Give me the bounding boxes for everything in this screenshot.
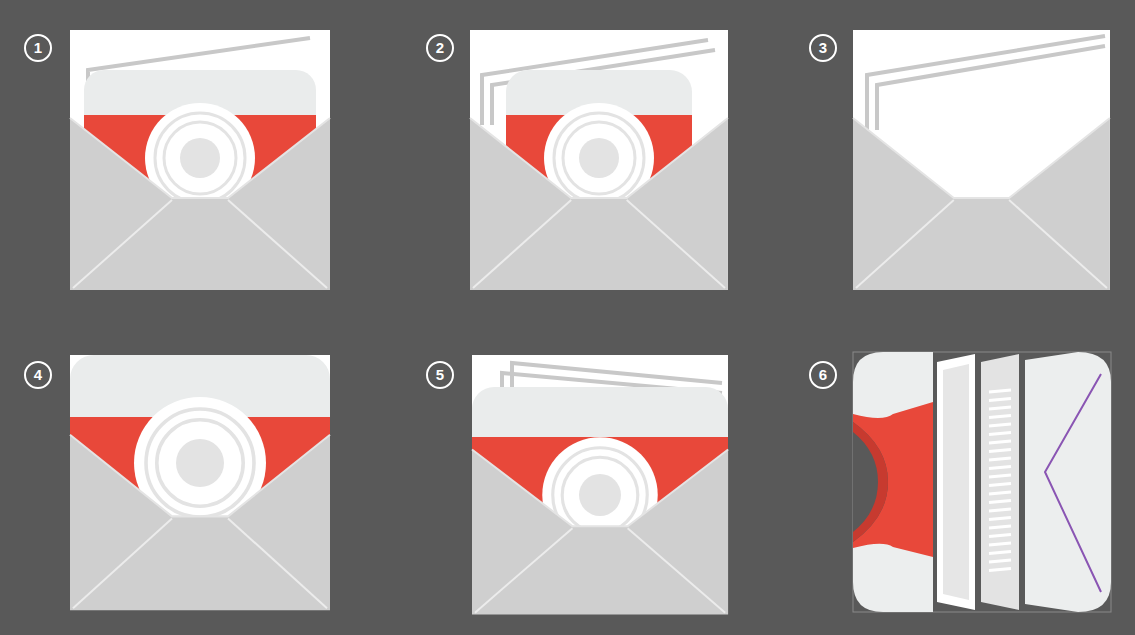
stripe xyxy=(989,509,1011,511)
stripe xyxy=(989,458,1011,460)
stripe xyxy=(989,569,1011,571)
stripe xyxy=(989,433,1011,435)
callout-number: 2 xyxy=(426,34,454,62)
stripe xyxy=(989,407,1011,409)
stripe xyxy=(989,526,1011,528)
stripe xyxy=(989,390,1011,392)
panel-1 xyxy=(70,30,330,290)
stripe xyxy=(989,552,1011,554)
panel-5 xyxy=(472,355,728,615)
callout-number: 6 xyxy=(809,361,837,389)
stripe xyxy=(989,518,1011,520)
stripe xyxy=(989,424,1011,426)
callout-number: 3 xyxy=(809,34,837,62)
callout-number: 5 xyxy=(426,361,454,389)
callout-number: 4 xyxy=(24,361,52,389)
stripe xyxy=(989,467,1011,469)
panel-6 xyxy=(853,352,1111,612)
panel-4 xyxy=(70,355,330,610)
stripe xyxy=(989,399,1011,401)
stripe xyxy=(989,560,1011,562)
panel-2 xyxy=(470,30,728,290)
stripe xyxy=(989,416,1011,418)
panel-3 xyxy=(853,30,1110,290)
stripe xyxy=(989,543,1011,545)
callout-number: 1 xyxy=(24,34,52,62)
stripe xyxy=(989,450,1011,452)
stripe xyxy=(989,484,1011,486)
stripe xyxy=(989,535,1011,537)
stripe xyxy=(989,492,1011,494)
stripe xyxy=(989,475,1011,477)
stripe xyxy=(989,441,1011,443)
stripe xyxy=(989,501,1011,503)
